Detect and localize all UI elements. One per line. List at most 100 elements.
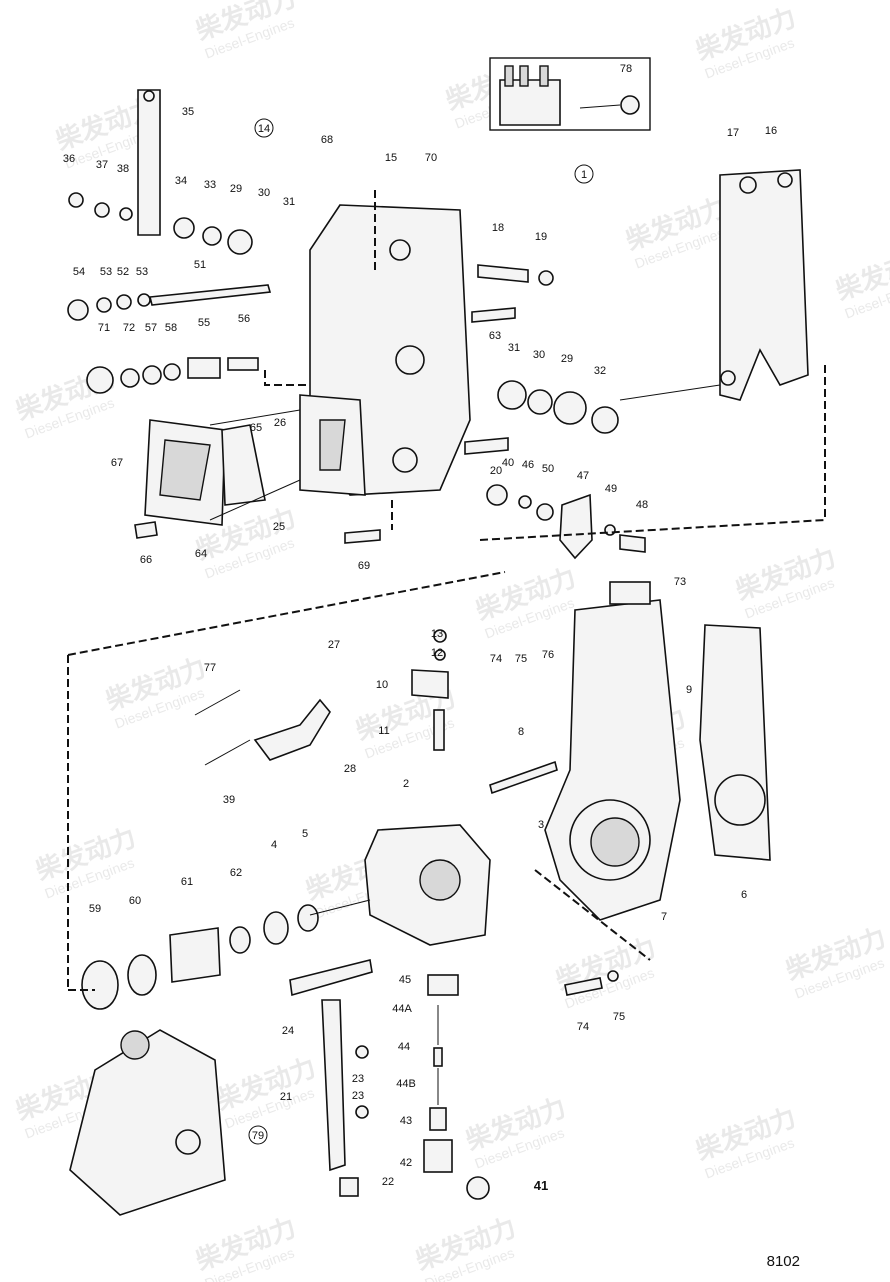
- part-label: 55: [198, 317, 210, 329]
- part-label: 23: [352, 1073, 364, 1085]
- part-label: 46: [522, 459, 534, 471]
- circled-label: 1: [574, 164, 594, 184]
- part-label: 29: [230, 183, 242, 195]
- part-label: 6: [741, 889, 747, 901]
- part-label: 18: [492, 222, 504, 234]
- assembly-lines: [67, 190, 826, 991]
- gasket-part: [699, 624, 771, 861]
- part-label: 62: [230, 867, 242, 879]
- washer-row-part: [67, 192, 259, 394]
- part-label: 35: [182, 106, 194, 118]
- part-label: 42: [400, 1157, 412, 1169]
- part-label: 71: [98, 322, 110, 334]
- part-label: 68: [321, 134, 333, 146]
- part-label: 26: [274, 417, 286, 429]
- part-label: 29: [561, 353, 573, 365]
- part-label: 12: [431, 647, 443, 659]
- bolt-stack-parts: [411, 629, 558, 795]
- part-label: 51: [194, 259, 206, 271]
- part-label: 25: [273, 521, 285, 533]
- circled-label-layer: 14 1 79: [248, 118, 594, 1145]
- part-label: 3: [538, 819, 544, 831]
- part-label: 31: [283, 196, 295, 208]
- part-label: 36: [63, 153, 75, 165]
- part-label: 65: [250, 422, 262, 434]
- part-label: 53: [136, 266, 148, 278]
- part-label: 45: [399, 974, 411, 986]
- part-label: 72: [123, 322, 135, 334]
- part-label: 2: [403, 778, 409, 790]
- part-label: 11: [378, 725, 389, 737]
- part-label: 49: [605, 483, 617, 495]
- part-label: 48: [636, 499, 648, 511]
- part-label: 20: [490, 465, 502, 477]
- drum-parts: [81, 904, 319, 1010]
- part-label: 17: [727, 127, 739, 139]
- upper-housing-part: [299, 204, 471, 496]
- part-label: 59: [89, 903, 101, 915]
- part-label: 78: [620, 63, 632, 75]
- part-label: 37: [96, 159, 108, 171]
- part-label: 41: [534, 1178, 548, 1193]
- part-label: 9: [686, 684, 692, 696]
- part-label: 57: [145, 322, 157, 334]
- part-label: 70: [425, 152, 437, 164]
- part-label: 44: [398, 1041, 410, 1053]
- part-label: 69: [358, 560, 370, 572]
- part-label: 76: [542, 649, 554, 661]
- part-label: 7: [661, 911, 667, 923]
- lower-housing-part: [544, 581, 681, 921]
- part-label: 43: [400, 1115, 412, 1127]
- part-label: 74: [577, 1021, 589, 1033]
- part-label: 77: [204, 662, 216, 674]
- inset-detail-box: [489, 57, 651, 131]
- part-label: 4: [271, 839, 277, 851]
- circled-label: 79: [248, 1125, 268, 1145]
- part-label: 61: [181, 876, 193, 888]
- svg-text:14: 14: [258, 123, 270, 135]
- part-label: 73: [674, 576, 686, 588]
- part-label: 56: [238, 313, 250, 325]
- part-label: 39: [223, 794, 235, 806]
- svg-text:1: 1: [581, 169, 587, 181]
- part-label: 30: [533, 349, 545, 361]
- governor-housing-part: [364, 824, 491, 946]
- part-label: 24: [282, 1025, 294, 1037]
- part-label: 44A: [392, 1003, 412, 1015]
- part-label: 63: [489, 330, 501, 342]
- threaded-rod-part: [148, 284, 272, 306]
- lever-part: [137, 89, 161, 236]
- part-label: 8: [518, 726, 524, 738]
- part-label: 75: [515, 653, 527, 665]
- part-label: 15: [385, 152, 397, 164]
- circled-label: 14: [254, 118, 274, 138]
- part-label: 32: [594, 365, 606, 377]
- part-label: 66: [140, 554, 152, 566]
- part-label: 16: [765, 125, 777, 137]
- part-label: 52: [117, 266, 129, 278]
- part-label: 5: [302, 828, 308, 840]
- part-label: 58: [165, 322, 177, 334]
- part-label: 31: [508, 342, 520, 354]
- top-cover-part: [69, 1029, 226, 1216]
- part-label: 27: [328, 639, 340, 651]
- part-label: 47: [577, 470, 589, 482]
- part-label: 21: [280, 1091, 292, 1103]
- page-number: 8102: [766, 1253, 800, 1270]
- bracket-part: [719, 169, 809, 401]
- right-parts-row: [134, 264, 646, 560]
- cover-plate-part: [144, 419, 266, 526]
- part-label: 19: [535, 231, 547, 243]
